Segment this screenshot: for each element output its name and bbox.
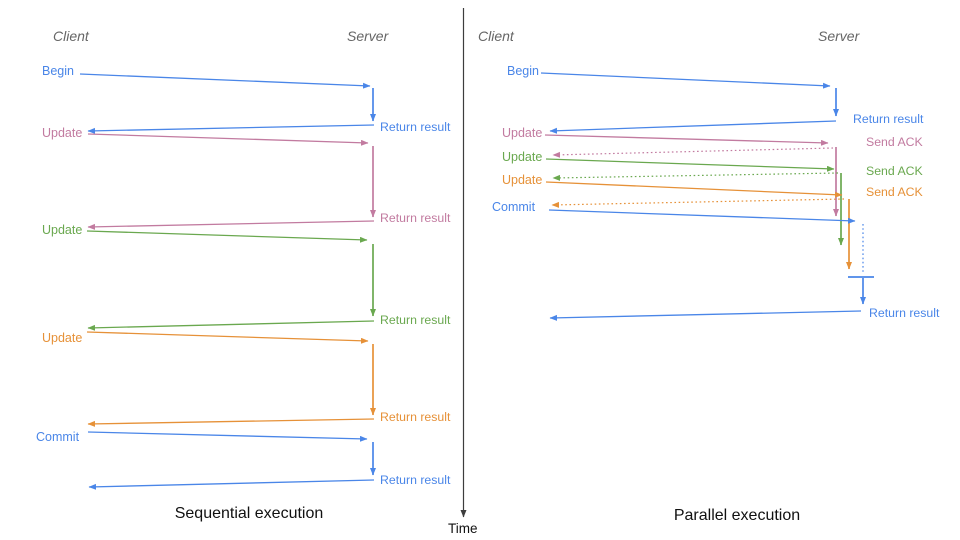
- request-label: Commit: [492, 200, 536, 214]
- sequential-row-update-2: Update Return result: [42, 223, 451, 331]
- response-label: Send ACK: [866, 185, 924, 199]
- sequential-row-commit: Commit Return result: [36, 430, 451, 490]
- parallel-panel: Client Server Begin Return result Update…: [478, 28, 940, 524]
- response-arrow: [87, 320, 375, 331]
- sequential-panel: Client Server Begin Return result Update…: [36, 28, 451, 522]
- panel-caption: Sequential execution: [175, 505, 324, 522]
- request-label: Update: [42, 331, 82, 345]
- response-arrow: [87, 220, 375, 230]
- response-label: Return result: [869, 306, 940, 320]
- time-axis: Time: [448, 8, 478, 536]
- client-header: Client: [53, 28, 90, 44]
- request-arrow: [86, 230, 368, 243]
- request-label: Begin: [507, 64, 539, 78]
- response-label: Return result: [380, 473, 451, 487]
- parallel-row-commit: Commit Return result: [492, 200, 940, 321]
- request-arrow: [87, 133, 369, 146]
- request-label: Commit: [36, 430, 80, 444]
- request-label: Begin: [42, 64, 74, 78]
- response-arrow: [88, 479, 375, 490]
- panel-caption: Parallel execution: [674, 507, 800, 524]
- server-header: Server: [347, 28, 390, 44]
- response-label: Return result: [380, 211, 451, 225]
- sequential-row-begin: Begin Return result: [42, 64, 451, 134]
- server-header: Server: [818, 28, 861, 44]
- response-arrow: [549, 310, 862, 321]
- response-label: Return result: [380, 410, 451, 424]
- sequential-row-update-3: Update Return result: [42, 331, 451, 427]
- parallel-row-update-1: Update Send ACK: [502, 126, 924, 217]
- request-label: Update: [502, 150, 542, 164]
- request-arrow: [544, 134, 829, 146]
- request-label: Update: [42, 223, 82, 237]
- response-label: Return result: [380, 120, 451, 134]
- response-arrow: [87, 124, 375, 134]
- ack-arrow-dotted: [552, 147, 834, 158]
- request-arrow: [540, 72, 831, 89]
- request-label: Update: [502, 173, 542, 187]
- ack-arrow-dotted: [552, 172, 839, 181]
- request-arrow: [79, 73, 371, 89]
- response-label: Return result: [380, 313, 451, 327]
- request-arrow: [545, 181, 843, 198]
- request-arrow: [87, 431, 368, 442]
- response-label: Return result: [853, 112, 924, 126]
- response-label: Send ACK: [866, 135, 924, 149]
- time-axis-label: Time: [448, 521, 478, 536]
- request-label: Update: [502, 126, 542, 140]
- request-arrow: [548, 209, 856, 224]
- client-header: Client: [478, 28, 515, 44]
- response-arrow: [549, 120, 837, 134]
- request-label: Update: [42, 126, 82, 140]
- parallel-row-update-3: Update Send ACK: [502, 173, 924, 270]
- request-arrow: [86, 331, 369, 344]
- request-arrow: [545, 158, 835, 172]
- parallel-row-begin: Begin Return result: [507, 64, 924, 134]
- sequential-row-update-1: Update Return result: [42, 126, 451, 230]
- parallel-row-update-2: Update Send ACK: [502, 150, 924, 246]
- response-label: Send ACK: [866, 164, 924, 178]
- response-arrow: [87, 418, 375, 427]
- ack-arrow-dotted: [551, 198, 845, 208]
